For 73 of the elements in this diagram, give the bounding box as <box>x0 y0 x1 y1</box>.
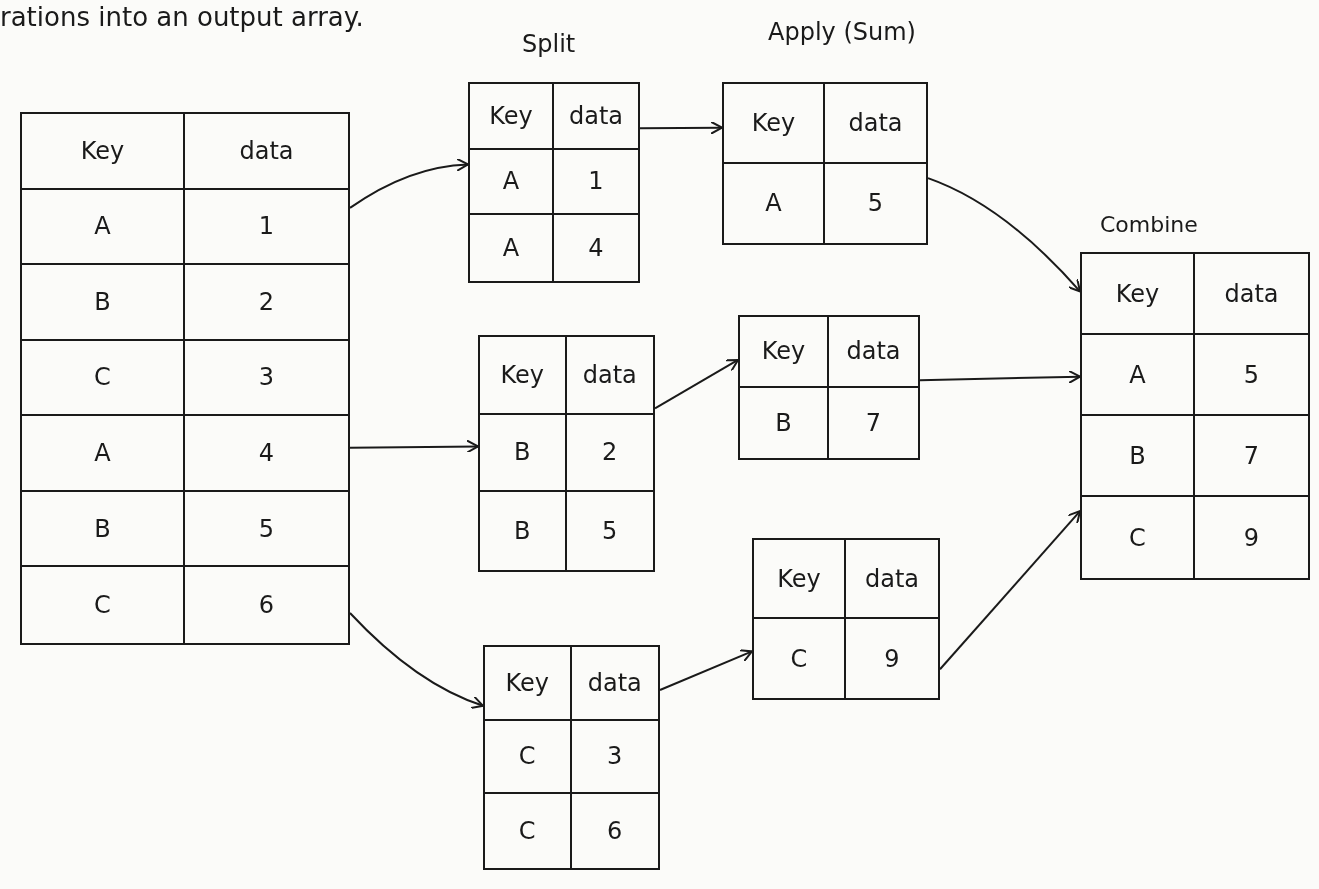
data-table <box>20 112 350 645</box>
value-cell: 2 <box>566 414 653 493</box>
data-table <box>468 82 640 283</box>
value-cell: 3 <box>571 720 658 795</box>
value-cell: 7 <box>1195 416 1308 497</box>
key-cell: C <box>485 794 572 868</box>
key-cell: A <box>22 189 185 266</box>
value-cell-text: 9 <box>883 643 901 675</box>
column-header: data <box>554 84 638 150</box>
sentence-text: rations into an output array. <box>0 2 364 32</box>
key-cell: A <box>1082 335 1195 416</box>
value-cell: 3 <box>185 340 348 417</box>
value-cell: 4 <box>185 416 348 492</box>
value-cell-text: 9 <box>1242 522 1261 554</box>
arrow <box>349 158 469 209</box>
value-cell-text: 7 <box>864 407 883 439</box>
column-header: data <box>571 647 658 721</box>
column-header: data <box>846 540 938 619</box>
column-header: Key <box>754 540 846 619</box>
column-header: data <box>829 317 918 388</box>
data-table <box>478 335 655 572</box>
data-table <box>738 315 920 460</box>
key-cell: A <box>22 416 185 492</box>
arrow <box>349 612 484 709</box>
column-header: Key <box>22 114 185 190</box>
key-cell: B <box>1082 416 1195 497</box>
key-cell: A <box>724 163 825 243</box>
value-cell: 5 <box>185 491 348 568</box>
key-cell: B <box>22 491 185 568</box>
key-cell: C <box>22 567 185 643</box>
column-header: Key <box>480 337 567 415</box>
value-cell: 1 <box>554 149 638 216</box>
value-cell-text: 6 <box>257 590 276 622</box>
column-header: Key <box>724 84 825 164</box>
value-cell: 1 <box>185 189 348 266</box>
arrow <box>349 439 479 454</box>
data-table <box>1080 252 1310 580</box>
step-label: Apply (Sum) <box>768 18 916 46</box>
key-cell: B <box>480 492 567 570</box>
value-cell-text: 6 <box>606 816 624 848</box>
arrow <box>939 510 1081 671</box>
arrow <box>654 358 739 410</box>
key-cell: A <box>470 215 554 281</box>
key-cell: B <box>480 414 567 493</box>
key-cell: A <box>470 149 554 216</box>
column-header: data <box>566 337 653 415</box>
key-cell: C <box>485 720 572 795</box>
key-cell: C <box>22 340 185 417</box>
value-cell: 2 <box>185 265 348 341</box>
data-table <box>483 645 660 870</box>
step-label: Split <box>522 30 576 58</box>
column-header: data <box>825 84 926 164</box>
arrow <box>659 649 753 691</box>
arrow <box>639 120 723 135</box>
column-header: Key <box>485 647 572 721</box>
key-cell: B <box>22 265 185 341</box>
key-cell: C <box>1082 497 1195 578</box>
column-header: Key <box>1082 254 1195 335</box>
column-header: data <box>1195 254 1308 335</box>
value-cell-text: 5 <box>866 188 885 220</box>
step-label: Combine <box>1100 212 1198 237</box>
value-cell-text: 4 <box>587 233 605 265</box>
value-cell-text: 5 <box>601 516 619 548</box>
data-table <box>752 538 940 700</box>
column-header: Key <box>740 317 829 388</box>
column-header: Key <box>470 84 554 150</box>
arrow <box>927 177 1081 293</box>
value-cell: 5 <box>1195 335 1308 416</box>
key-cell: B <box>740 387 829 458</box>
data-table <box>722 82 928 245</box>
arrow <box>919 369 1081 384</box>
column-header: data <box>185 114 348 190</box>
key-cell: C <box>754 619 846 698</box>
